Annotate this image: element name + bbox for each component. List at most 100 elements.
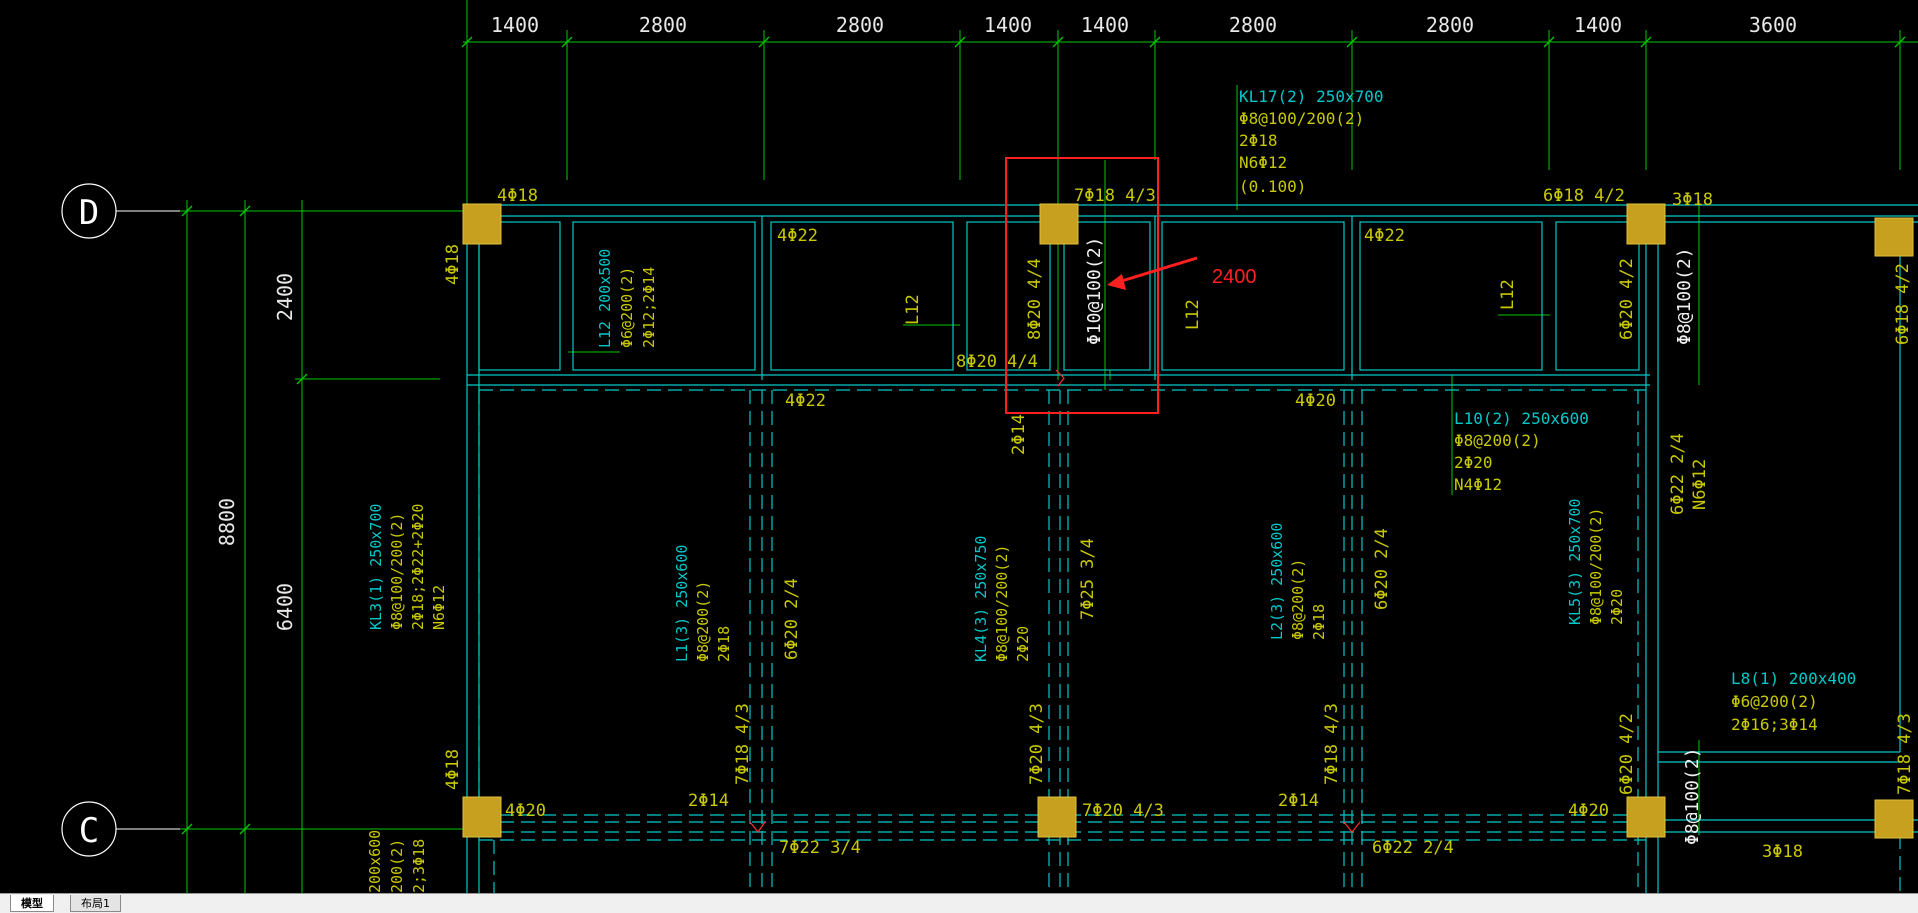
rebar-label: 6Φ22 2/4 — [1668, 433, 1688, 515]
rebar-label: 4Φ22 — [785, 391, 826, 411]
rebar-label: 4Φ18 — [443, 749, 463, 790]
beam-spec-line: Φ6@200(2) — [618, 267, 636, 348]
beam-spec-kl17: KL17(2) 250x700 — [1239, 87, 1384, 106]
axis-label-d: D — [79, 193, 99, 233]
rebar-label: 6Φ18 4/2 — [1893, 263, 1913, 345]
rebar-label: 7Φ18 4/3 — [1074, 186, 1156, 206]
top-dimension-texts: 1400 2800 2800 1400 1400 2800 2800 1400 … — [491, 13, 1797, 37]
dimension-upper: 2400 — [273, 273, 297, 321]
rebar-label: 6Φ20 2/4 — [782, 578, 802, 660]
beam-spec-l1: L1(3) 250x600 Φ8@200(2) 2Φ18 — [673, 545, 733, 662]
rebar-label: 2Φ14 — [688, 791, 729, 811]
beam-spec-line: 2Φ12;2Φ14 — [640, 267, 658, 348]
highlight-box[interactable] — [1005, 157, 1159, 414]
rebar-labels: 4Φ18 7Φ18 4/3 6Φ18 4/2 3Φ18 4Φ18 4Φ22 4Φ… — [443, 186, 1915, 862]
break-marks — [749, 369, 1361, 834]
rebar-label: 4Φ20 — [1295, 391, 1336, 411]
column — [462, 796, 502, 838]
rebar-label: 6Φ18 4/2 — [1543, 186, 1625, 206]
dimension-text: 2800 — [1229, 13, 1277, 37]
beam-spec-kl5: KL5(3) 250x700 Φ8@100/200(2) 2Φ20 — [1566, 499, 1626, 625]
dimension-text: 1400 — [491, 13, 539, 37]
beam-spec-line: L8(1) 200x400 — [1731, 669, 1856, 688]
rebar-label: 7Φ25 3/4 — [1078, 538, 1098, 620]
rebar-label: 2Φ14 — [1009, 414, 1029, 455]
beam-spec-line: KL5(3) 250x700 — [1566, 499, 1584, 625]
rebar-label: 7Φ20 4/3 — [1082, 801, 1164, 821]
columns — [462, 203, 1914, 839]
beam-spec-line: 2;3Φ18 — [410, 839, 428, 893]
beam-spec-line: 2Φ16;3Φ14 — [1731, 715, 1818, 734]
column — [1874, 217, 1914, 257]
column — [1039, 203, 1079, 245]
beam-spec-line: Φ8@200(2) — [1454, 431, 1541, 450]
dimension-text: 3600 — [1749, 13, 1797, 37]
rebar-label: 3Φ18 — [1672, 190, 1713, 210]
column — [1037, 796, 1077, 838]
beam-outlines — [466, 204, 1918, 893]
beam-spec-line: KL4(3) 250x750 — [972, 536, 990, 662]
rebar-label: 7Φ18 4/3 — [1322, 703, 1342, 785]
beam-spec-line: Φ8@100/200(2) — [1239, 109, 1364, 128]
stirrup-label: Φ8@100(2) — [1674, 247, 1695, 345]
beam-spec-line: Φ8@100/200(2) — [1587, 508, 1605, 625]
beam-spec-line: N4Φ12 — [1454, 475, 1502, 494]
beam-spec-line: L12 200x500 — [596, 249, 614, 348]
beam-spec-line: 2Φ18 — [1239, 131, 1278, 150]
beam-spec-line: Φ8@100/200(2) — [388, 513, 406, 630]
rebar-label: L12 — [1498, 279, 1518, 310]
rebar-label: 4Φ18 — [497, 186, 538, 206]
tab-layout1[interactable]: 布局1 — [70, 895, 121, 912]
beam-spec-line: Φ6@200(2) — [1731, 692, 1818, 711]
stirrup-labels: Φ10@100(2) Φ8@100(2) Φ8@100(2) — [1084, 237, 1703, 845]
beam-spec-partial: 200x600 200(2) 2;3Φ18 — [366, 830, 428, 893]
rebar-label: 6Φ20 2/4 — [1372, 528, 1392, 610]
axis-bubble-d[interactable]: D — [61, 183, 180, 239]
axis-bubble-c[interactable]: C — [61, 801, 180, 857]
beam-spec-line: 200(2) — [388, 839, 406, 893]
beam-spec-line: 2Φ20 — [1454, 453, 1493, 472]
beam-spec-kl3: KL3(1) 250x700 Φ8@100/200(2) 2Φ18;2Φ22+2… — [367, 504, 448, 630]
layout-tab-bar: 模型 布局1 — [0, 893, 1918, 913]
stirrup-label: Φ10@100(2) — [1084, 237, 1105, 345]
rebar-label: 4Φ18 — [443, 244, 463, 285]
rebar-label: 6Φ20 4/2 — [1617, 258, 1637, 340]
dimension-text: 2800 — [639, 13, 687, 37]
beam-spec-line: N6Φ12 — [1239, 153, 1287, 172]
dimension-text: 2800 — [1426, 13, 1474, 37]
beam-spec-line: L1(3) 250x600 — [673, 545, 691, 662]
column — [1626, 203, 1666, 245]
drawing-canvas[interactable]: D C 1400 2800 2800 1400 1400 2800 2800 1… — [0, 0, 1918, 893]
dimension-lower: 6400 — [273, 583, 297, 631]
beam-spec-line: 2Φ18 — [715, 626, 733, 662]
rebar-label: 8Φ20 4/4 — [956, 352, 1038, 372]
beam-spec-line: KL3(1) 250x700 — [367, 504, 385, 630]
beam-spec-line: Φ8@200(2) — [694, 581, 712, 662]
beam-spec-line: L10(2) 250x600 — [1454, 409, 1589, 428]
rebar-label: 2Φ14 — [1278, 791, 1319, 811]
dimension-text: 1400 — [1081, 13, 1129, 37]
beam-spec-line: N6Φ12 — [430, 585, 448, 630]
rebar-label: 7Φ22 3/4 — [779, 838, 861, 858]
beam-spec-line: 200x600 — [366, 830, 384, 893]
rebar-label: 4Φ20 — [505, 801, 546, 821]
rebar-label: 3Φ18 — [1762, 842, 1803, 862]
rebar-label: 8Φ20 4/4 — [1025, 258, 1045, 340]
rebar-label: 6Φ20 4/2 — [1617, 713, 1637, 795]
dimension-text: 1400 — [984, 13, 1032, 37]
beam-spec-l10: L10(2) 250x600 Φ8@200(2) 2Φ20 N4Φ12 — [1454, 409, 1589, 494]
beam-spec-line: L2(3) 250x600 — [1268, 523, 1286, 640]
beam-spec-line: KL17(2) 250x700 — [1239, 87, 1384, 106]
rebar-label: 6Φ22 2/4 — [1372, 838, 1454, 858]
stirrup-label: Φ8@100(2) — [1682, 747, 1703, 845]
vertical-dimension-texts: 2400 6400 8800 — [215, 273, 297, 631]
beam-spec-line: (0.100) — [1239, 177, 1306, 196]
tab-model[interactable]: 模型 — [10, 895, 54, 912]
rebar-label: L12 — [903, 294, 923, 325]
rebar-label: 4Φ20 — [1568, 801, 1609, 821]
beam-spec-line: Φ8@100/200(2) — [993, 545, 1011, 662]
beam-spec-line: 2Φ18 — [1310, 604, 1328, 640]
beam-spec-line: 2Φ20 — [1014, 626, 1032, 662]
beam-spec-l2: L2(3) 250x600 Φ8@200(2) 2Φ18 — [1268, 523, 1328, 640]
